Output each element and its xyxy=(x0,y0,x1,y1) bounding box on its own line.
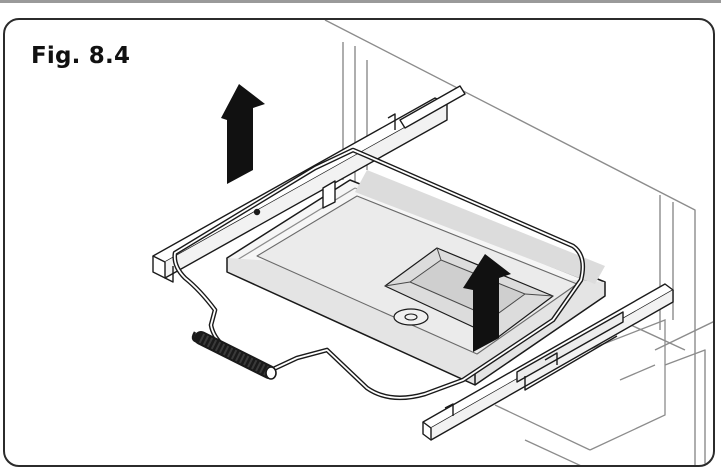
figure-label: Fig. 8.4 xyxy=(31,43,131,69)
top-rule xyxy=(0,0,721,3)
right-slide-rail xyxy=(422,283,674,441)
coil-spring xyxy=(191,331,277,380)
installation-drawing xyxy=(152,20,713,465)
lift-arrow-left xyxy=(221,84,265,184)
figure-frame: Fig. 8.4 xyxy=(3,18,715,467)
lift-arrow-right xyxy=(463,254,511,352)
